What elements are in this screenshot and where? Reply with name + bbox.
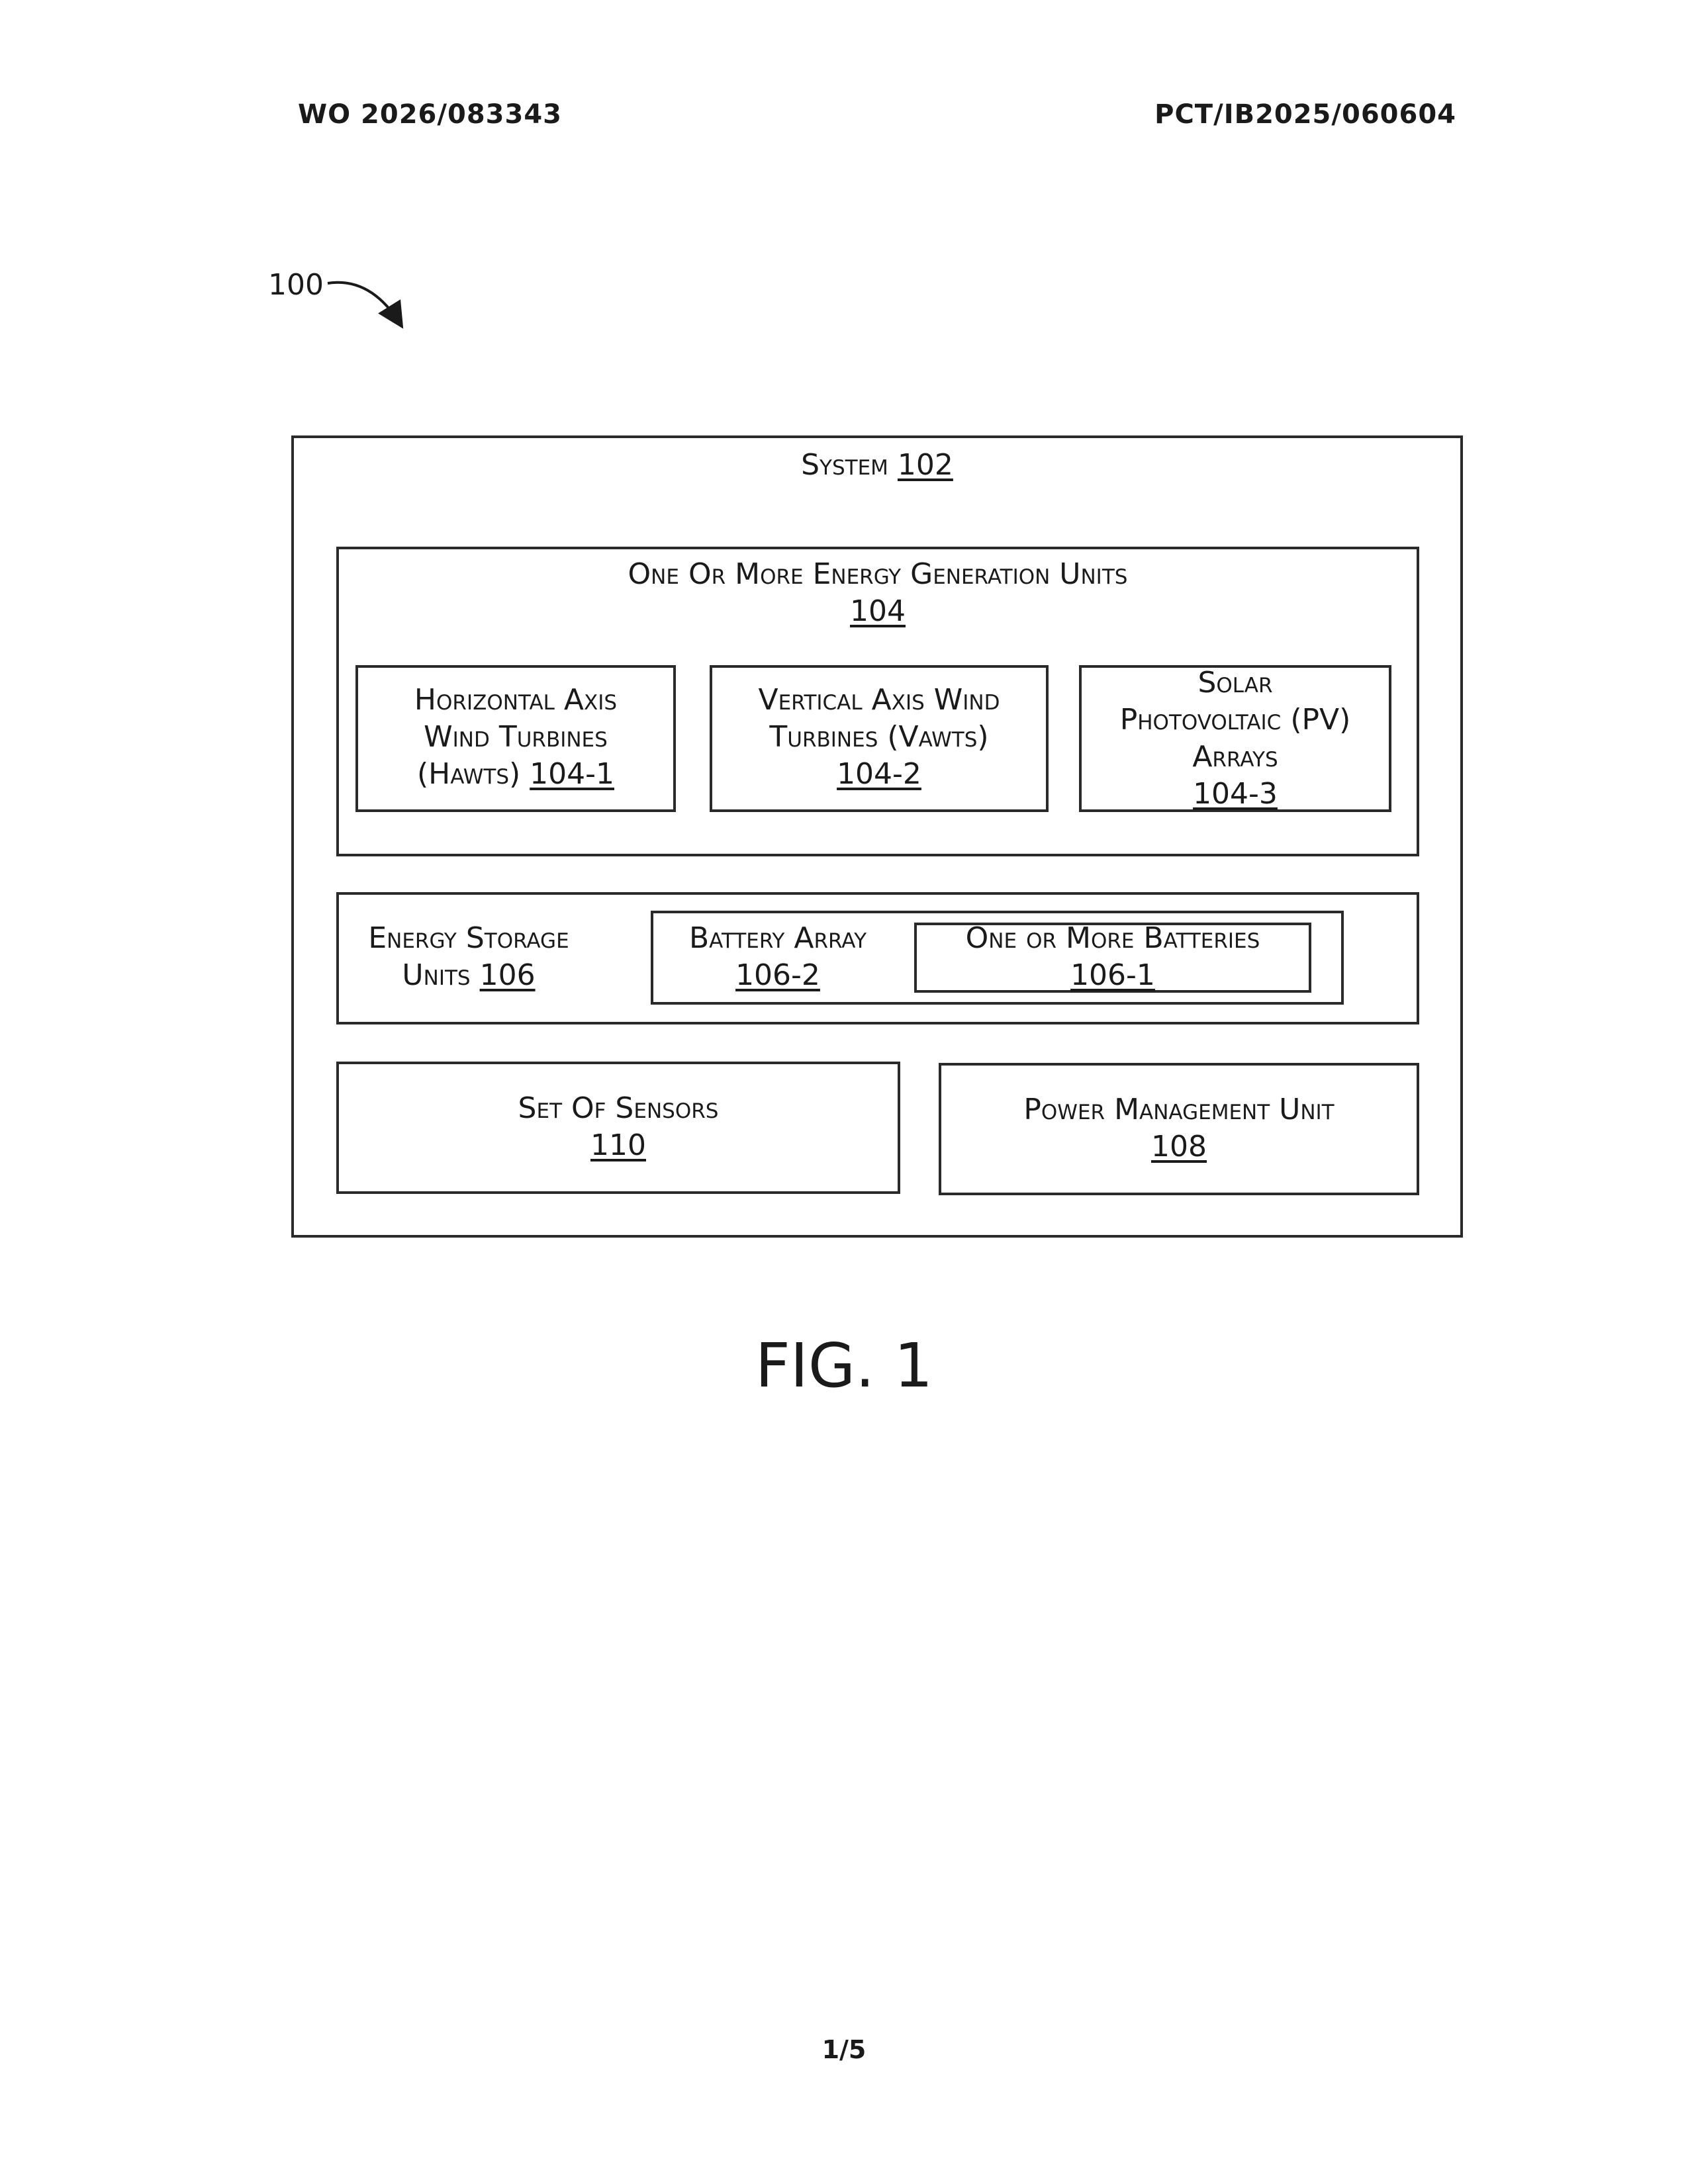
figure-label: FIG. 1 bbox=[0, 1330, 1688, 1401]
generation-units-label: One Or More Energy Generation Units 104 bbox=[336, 556, 1419, 630]
sensors-label: Set Of Sensors 110 bbox=[336, 1090, 900, 1164]
battery-array-label: Battery Array 106-2 bbox=[655, 920, 900, 994]
solar-pv-label: Solar Photovoltaic (PV) Arrays 104-3 bbox=[1079, 664, 1391, 813]
power-management-label: Power Management Unit 108 bbox=[939, 1091, 1419, 1165]
batteries-label: One or More Batteries 106-1 bbox=[914, 920, 1311, 994]
hawt-label: Horizontal Axis Wind Turbines (Hawts) 10… bbox=[355, 682, 676, 793]
system-label: System 102 bbox=[291, 447, 1463, 484]
page-number: 1/5 bbox=[0, 2035, 1688, 2064]
storage-units-label: Energy Storage Units 106 bbox=[343, 920, 594, 994]
vawt-label: Vertical Axis Wind Turbines (Vawts) 104-… bbox=[710, 682, 1049, 793]
